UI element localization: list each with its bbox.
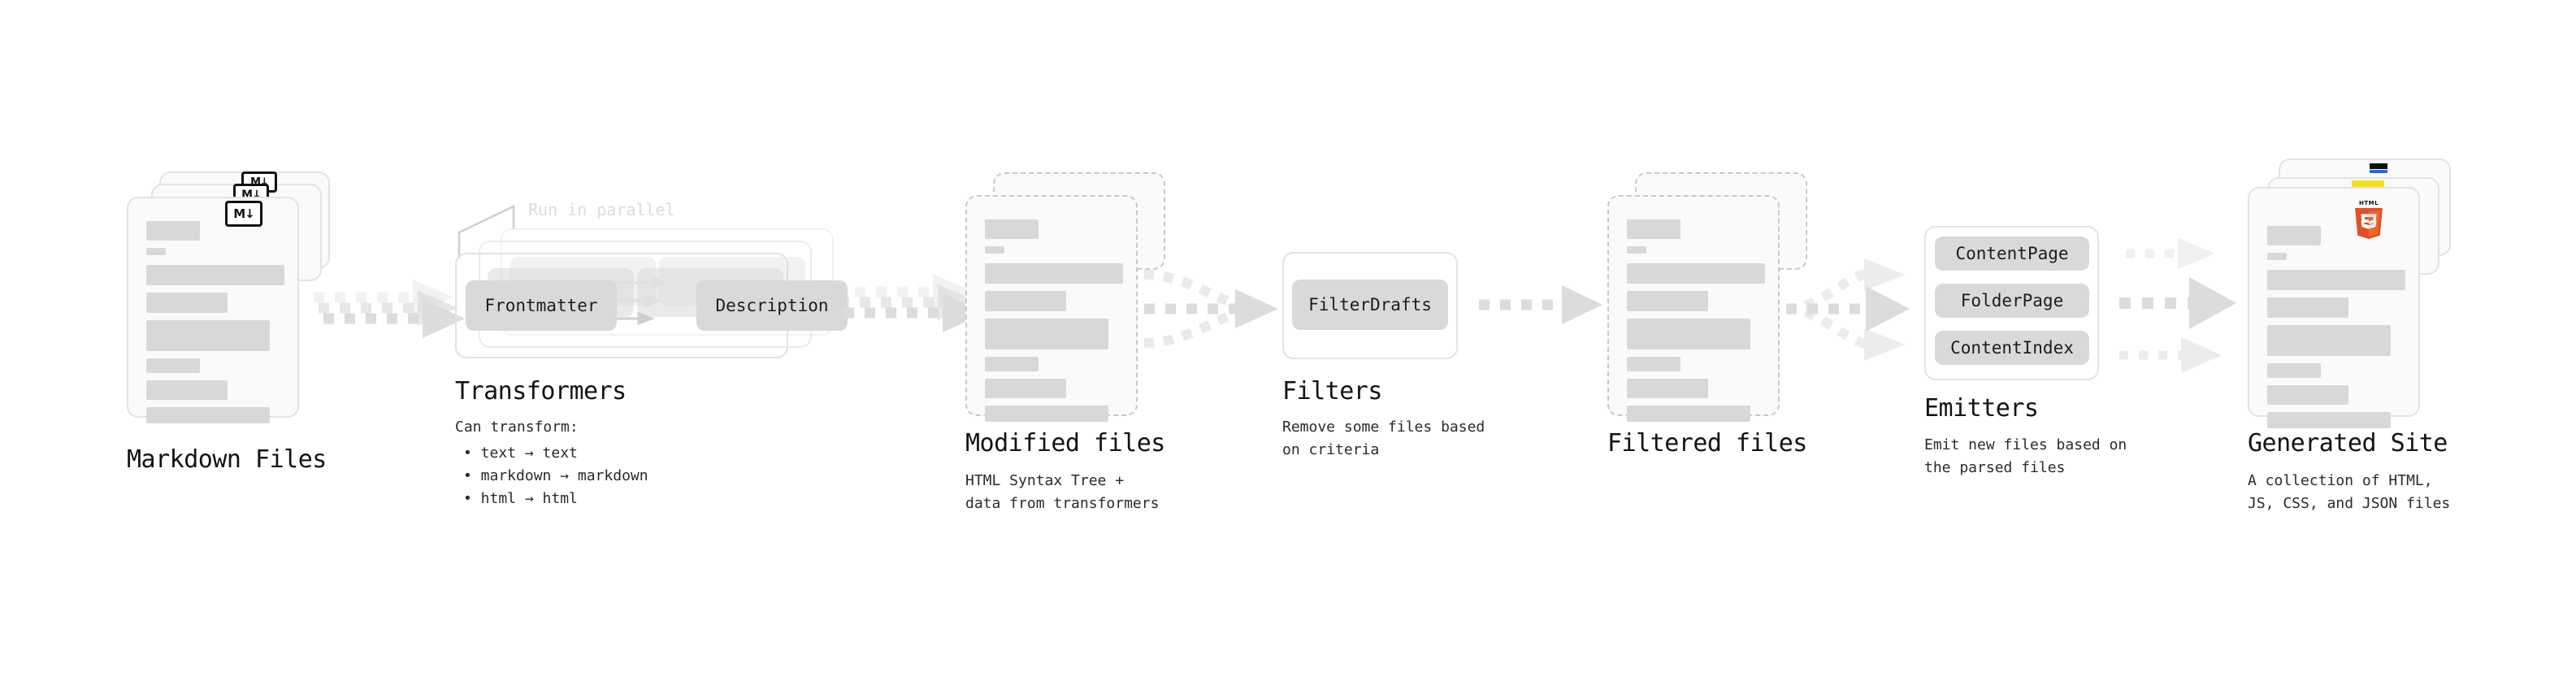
emitters-title: Emitters	[1924, 394, 2039, 423]
markdown-file-card	[127, 197, 299, 423]
generated-site-title: Generated Site	[2248, 429, 2448, 458]
modified-files-title: Modified files	[965, 429, 1165, 458]
filtered-file-content-lines	[1627, 219, 1765, 429]
arrow-emitters-to-site	[2119, 238, 2236, 373]
generated-site-subtitle: A collection of HTML, JS, CSS, and JSON …	[2248, 472, 2451, 512]
chip-filterdrafts[interactable]: FilterDrafts	[1292, 280, 1448, 330]
transformers-bullet-3: • html → html	[463, 490, 578, 507]
chip-contentpage[interactable]: ContentPage	[1935, 236, 2089, 271]
arrow-filters-to-filtered	[1479, 285, 1602, 324]
transformers-subtitle: Can transform:	[455, 419, 579, 436]
transformers-title: Transformers	[455, 377, 627, 406]
filtered-file-card	[1607, 195, 1780, 422]
transformers-bullets: • text → text • markdown → markdown • ht…	[463, 442, 648, 510]
arrow-modified-to-filters	[1143, 270, 1278, 348]
modified-file-content-lines	[985, 219, 1123, 429]
arrow-transformers-to-modified	[834, 274, 985, 332]
emitters-subtitle: Emit new files based on the parsed files	[1924, 436, 2127, 476]
css3-icon	[2370, 163, 2387, 173]
run-in-parallel-label: Run in parallel	[528, 200, 675, 219]
html5-icon-word: HTML	[2358, 200, 2379, 206]
chip-folderpage[interactable]: FolderPage	[1935, 284, 2089, 318]
filters-title: Filters	[1282, 377, 1382, 406]
arrow-markdown-to-transformers	[314, 280, 465, 338]
modified-files-subtitle: HTML Syntax Tree + data from transformer…	[965, 472, 1160, 512]
markdown-icon: M↓	[225, 201, 262, 227]
html5-icon: HTML	[2355, 200, 2383, 239]
filtered-files-title: Filtered files	[1607, 429, 1807, 458]
generated-site-card	[2248, 187, 2420, 428]
markdown-files-title: Markdown Files	[127, 445, 327, 474]
arrow-filtered-to-emitters	[1785, 258, 1910, 361]
transformers-bullet-2: • markdown → markdown	[463, 467, 648, 484]
chip-contentindex[interactable]: ContentIndex	[1935, 331, 2089, 365]
run-in-parallel-bracket	[458, 205, 515, 258]
filters-group	[1282, 252, 1458, 359]
generated-site-content-lines	[2267, 226, 2405, 436]
modified-file-card	[965, 195, 1138, 422]
emitters-group	[1924, 226, 2099, 380]
chip-frontmatter[interactable]: Frontmatter	[466, 280, 617, 331]
markdown-file-content-lines	[146, 221, 284, 431]
chip-description[interactable]: Description	[696, 280, 848, 331]
transformers-bullet-1: • text → text	[463, 445, 578, 462]
filters-subtitle: Remove some files based on criteria	[1282, 419, 1485, 458]
